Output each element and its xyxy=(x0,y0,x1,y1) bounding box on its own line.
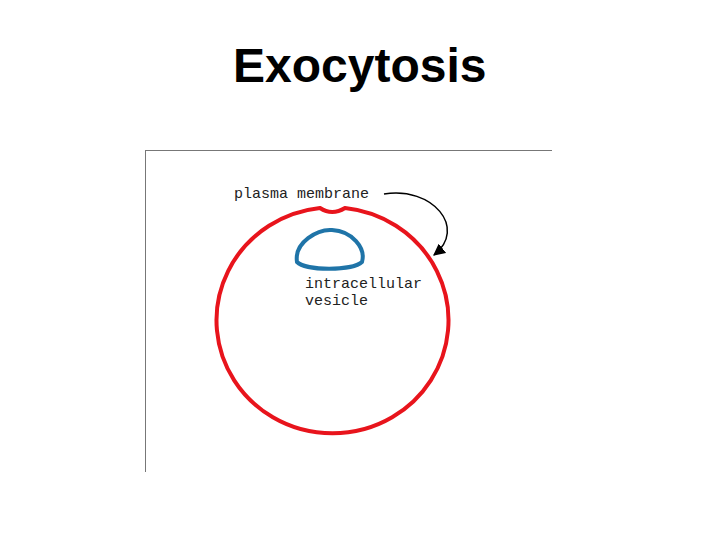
vesicle-outline xyxy=(297,230,363,269)
leader-arrow xyxy=(384,193,447,255)
frame-line xyxy=(145,150,146,472)
frame-line xyxy=(145,150,552,151)
membrane-label: plasma membrane xyxy=(234,186,369,203)
slide-title: Exocytosis xyxy=(233,40,486,93)
vesicle-label: intracellular vesicle xyxy=(305,276,422,311)
plasma-membrane xyxy=(216,208,448,433)
